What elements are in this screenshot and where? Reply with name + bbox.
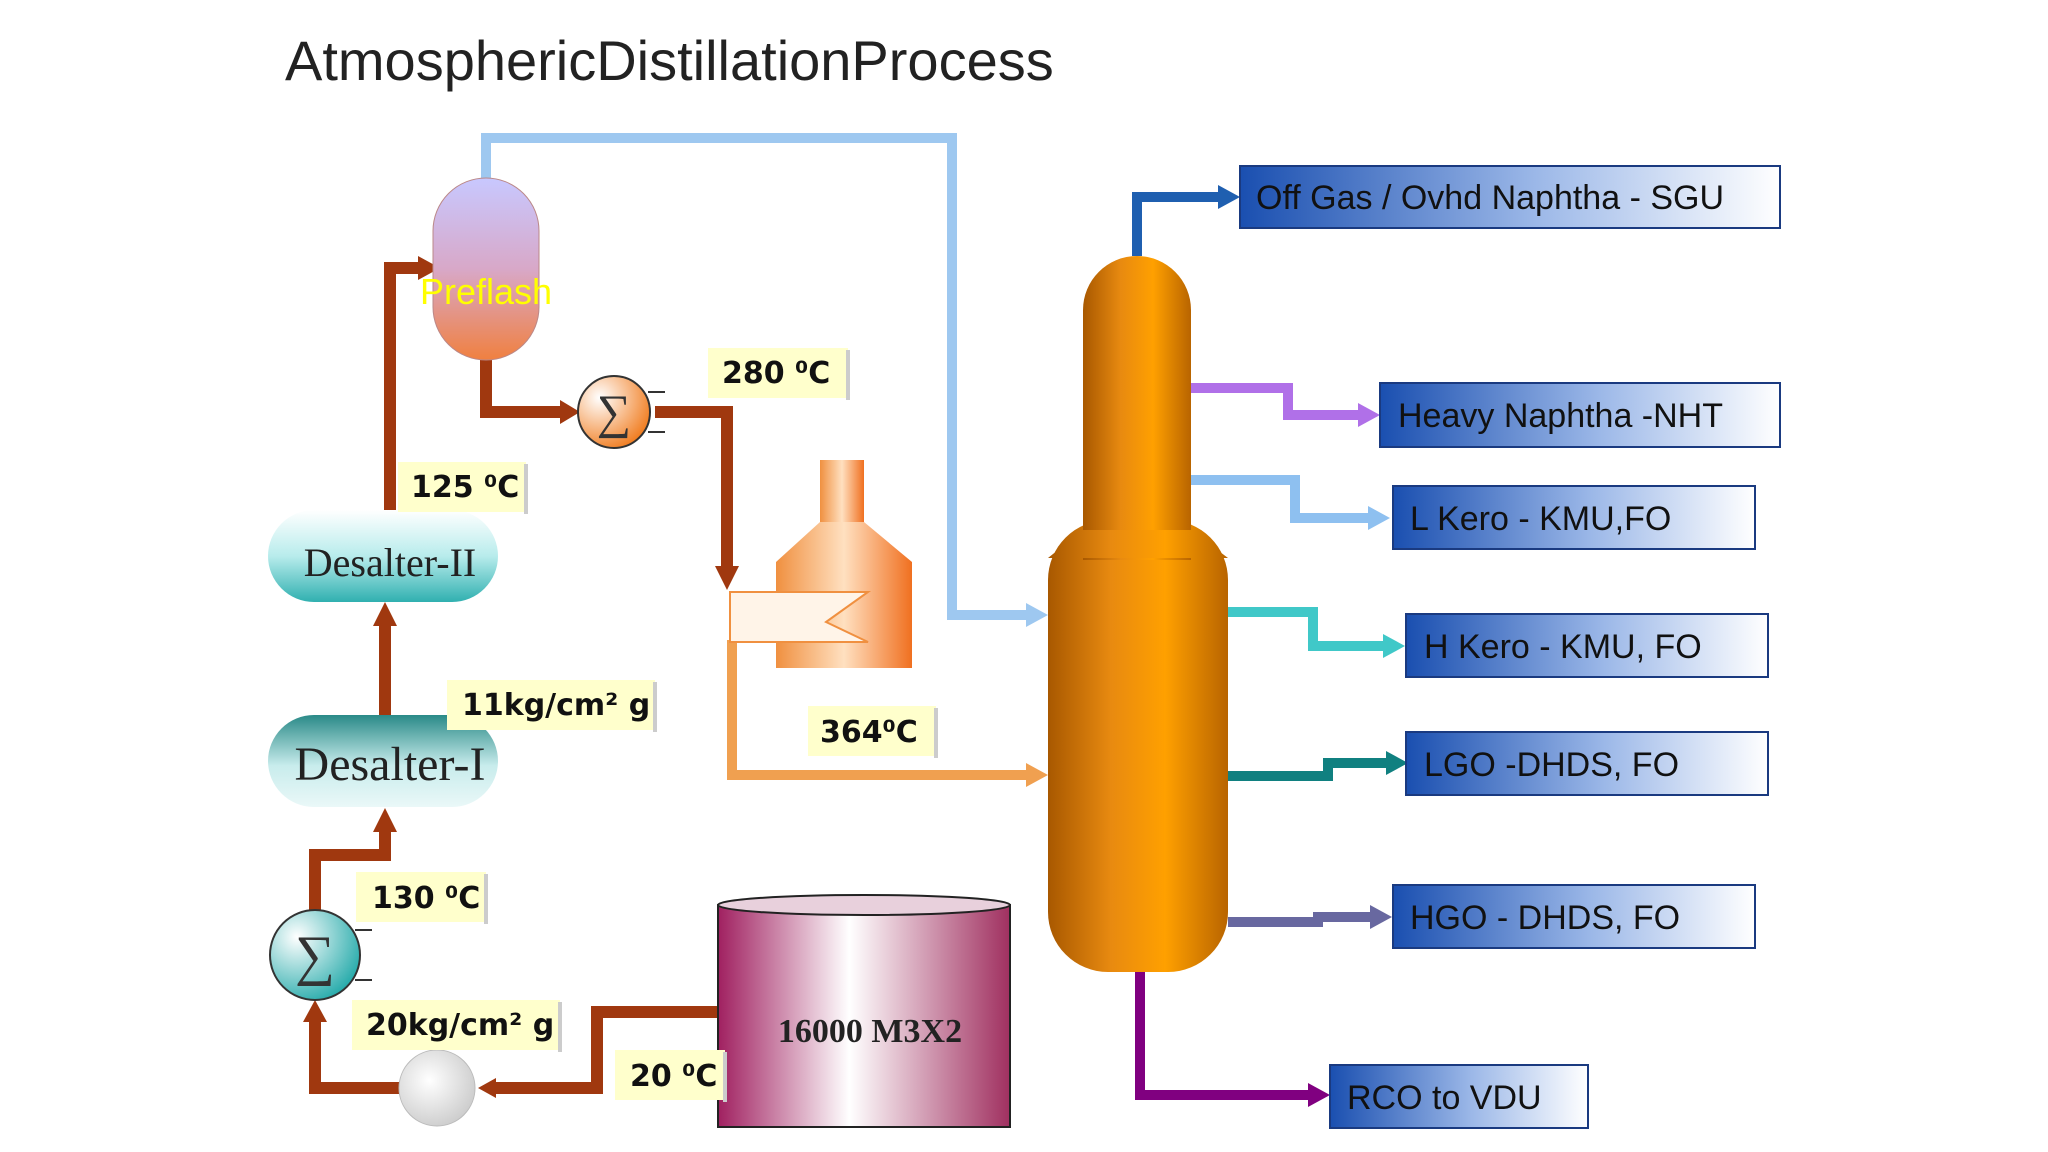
svg-text:11kg/cm² g: 11kg/cm² g	[462, 688, 650, 723]
svg-text:20 ⁰C: 20 ⁰C	[630, 1059, 717, 1094]
product-label: HGO - DHDS, FO	[1410, 899, 1680, 937]
svg-text:364⁰C: 364⁰C	[820, 715, 918, 750]
heat-exchanger-hot: ∑	[577, 375, 665, 449]
product-box-heavy-naphtha: Heavy Naphtha -NHT	[1379, 382, 1781, 448]
product-line-h-kero	[1228, 607, 1405, 658]
page-title: AtmosphericDistillationProcess	[285, 29, 1054, 92]
product-line-offgas	[1132, 185, 1240, 256]
label-20c: 20 ⁰C	[615, 1050, 727, 1102]
overhead-line	[481, 133, 1048, 627]
svg-text:125 ⁰C: 125 ⁰C	[411, 470, 519, 505]
product-label: LGO -DHDS, FO	[1424, 746, 1679, 784]
distillation-column	[1048, 256, 1228, 972]
label-125c: 125 ⁰C	[398, 462, 528, 514]
tank-label: 16000 M3X2	[778, 1013, 962, 1050]
product-box-l-kero: L Kero - KMU,FO	[1392, 485, 1756, 550]
product-line-lgo	[1228, 751, 1408, 781]
svg-text:130 ⁰C: 130 ⁰C	[372, 881, 480, 916]
product-line-l-kero	[1191, 475, 1390, 530]
product-box-h-kero: H Kero - KMU, FO	[1405, 613, 1769, 678]
desalter-1: Desalter-I	[268, 715, 498, 807]
svg-text:20kg/cm² g: 20kg/cm² g	[366, 1008, 554, 1043]
product-box-offgas: Off Gas / Ovhd Naphtha - SGU	[1239, 165, 1781, 229]
product-line-heavy-naphtha	[1191, 383, 1380, 427]
desalter-2: Desalter-II	[268, 510, 498, 602]
storage-tank: 16000 M3X2	[717, 894, 1011, 1128]
product-box-rco: RCO to VDU	[1329, 1064, 1589, 1129]
label-11kg: 11kg/cm² g	[447, 680, 657, 732]
feed-piping	[309, 262, 733, 1094]
pump	[398, 1049, 476, 1127]
product-line-rco	[1135, 972, 1330, 1107]
product-box-lgo: LGO -DHDS, FO	[1405, 731, 1769, 796]
svg-text:280 ⁰C: 280 ⁰C	[722, 356, 830, 391]
preflash-label: Preflash	[420, 271, 552, 312]
product-label: RCO to VDU	[1347, 1079, 1542, 1117]
label-280c: 280 ⁰C	[708, 348, 850, 400]
label-130c: 130 ⁰C	[356, 872, 488, 924]
product-box-hgo: HGO - DHDS, FO	[1392, 884, 1756, 949]
sigma-icon: ∑	[295, 925, 335, 987]
furnace	[729, 460, 912, 668]
heat-exchanger-feed: ∑	[269, 909, 372, 1001]
label-364c: 364⁰C	[808, 706, 938, 758]
preflash-drum: Preflash	[420, 177, 552, 361]
desalter-1-label: Desalter-I	[295, 738, 486, 791]
product-label: L Kero - KMU,FO	[1410, 500, 1671, 538]
product-label: Off Gas / Ovhd Naphtha - SGU	[1256, 179, 1724, 217]
product-line-hgo	[1228, 905, 1392, 929]
product-label: H Kero - KMU, FO	[1424, 628, 1702, 666]
feed-arrowheads	[303, 256, 739, 1098]
furnace-outlet-line	[727, 640, 1048, 787]
product-label: Heavy Naphtha -NHT	[1398, 397, 1723, 435]
sigma-icon: ∑	[597, 386, 631, 439]
desalter-2-label: Desalter-II	[304, 540, 476, 585]
label-20kg: 20kg/cm² g	[352, 1000, 562, 1052]
